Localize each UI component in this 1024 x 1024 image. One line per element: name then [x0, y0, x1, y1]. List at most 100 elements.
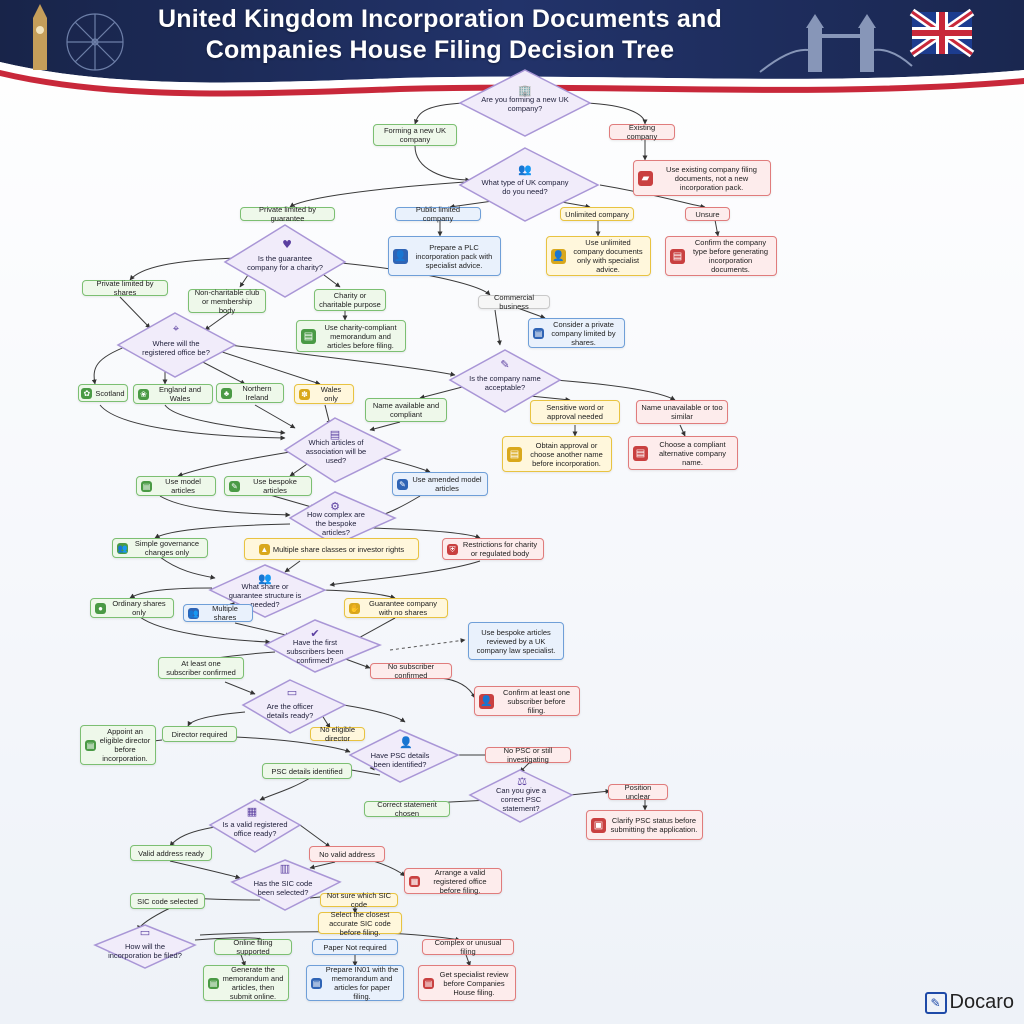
option-no-valid-address: No valid address	[309, 846, 385, 862]
decision-guarantee-charity: Is the guarantee company for a charity?	[247, 254, 323, 272]
daffodil-icon: ✽	[299, 388, 310, 400]
outcome-obtain-approval: ▤Obtain approval or choose another name …	[502, 436, 612, 472]
option-scotland: ✿Scotland	[78, 384, 128, 402]
option-no-subscriber: No subscriber confirmed	[370, 662, 452, 680]
outcome-bespoke-review: Use bespoke articles reviewed by a UK co…	[468, 622, 564, 660]
decision-subscribers-confirmed: Have the first subscribers been confirme…	[286, 637, 344, 665]
shamrock-icon: ♣	[221, 387, 232, 399]
brand-name: Docaro	[949, 991, 1014, 1013]
outcome-select-sic: Select the closest accurate SIC code bef…	[318, 910, 402, 937]
option-no-psc: No PSC or still investigating	[485, 746, 571, 764]
option-unlimited: Unlimited company	[560, 207, 634, 221]
option-plc: Public limited company	[395, 205, 481, 223]
pencil-icon: ✎	[500, 358, 509, 371]
outcome-consider-private: ▤Consider a private company limited by s…	[528, 318, 625, 348]
person-icon: ●	[95, 602, 106, 614]
option-sensitive-word: Sensitive word or approval needed	[530, 400, 620, 424]
option-private-shares: Private limited by shares	[82, 279, 168, 297]
document-icon: ▤	[507, 446, 522, 462]
page-title: United Kingdom Incorporation Documents a…	[0, 4, 880, 66]
edit-icon: ✎	[397, 478, 408, 490]
option-model-articles: ▤Use model articles	[136, 476, 216, 496]
chart-icon: ▲	[258, 543, 270, 555]
document-icon: ▤	[423, 977, 434, 989]
document-icon: ▤	[670, 248, 685, 264]
option-amended-model: ✎Use amended model articles	[392, 472, 488, 496]
decision-which-articles: Which articles of association will be us…	[305, 437, 367, 465]
handshake-icon: ✋	[349, 602, 360, 614]
decision-psc-identified: Have PSC details been identified?	[370, 751, 430, 769]
option-multiple-shares: 👥Multiple shares	[183, 604, 253, 622]
decision-forming-new: Are you forming a new UK company?	[481, 95, 569, 113]
chart-icon: ▥	[280, 862, 290, 875]
option-sic-selected: SIC code selected	[130, 893, 205, 909]
document-icon: ▤	[301, 328, 316, 344]
heart-icon: ♥	[282, 238, 292, 251]
people-icon: 👥	[117, 542, 128, 554]
decision-sic-code: Has the SIC code been selected?	[253, 879, 313, 897]
outcome-generate-online: ▤Generate the memorandum and articles, t…	[203, 965, 289, 1001]
option-multiple-classes: ▲Multiple share classes or investor righ…	[244, 538, 419, 560]
option-guarantee-no-shares: ✋Guarantee company with no shares	[344, 598, 448, 618]
person-icon: 👤	[399, 736, 413, 749]
folder-icon: ▰	[638, 170, 653, 186]
outcome-prepare-in01: ▤Prepare IN01 with the memorandum and ar…	[306, 965, 404, 1001]
decision-share-structure: What share or guarantee structure is nee…	[228, 581, 302, 609]
person-icon: 👤	[393, 248, 408, 264]
decision-filing-method: How will the incorporation be filed?	[108, 942, 182, 960]
option-forming-new-uk: Forming a new UK company	[373, 124, 457, 146]
decision-company-type: What type of UK company do you need?	[481, 178, 569, 196]
option-unsure: Unsure	[685, 207, 730, 221]
union-jack-flag-icon	[909, 8, 975, 58]
option-psc-identified: PSC details identified	[262, 763, 352, 779]
docaro-logo: ✎ Docaro	[924, 991, 1014, 1014]
outcome-prepare-plc: 👤Prepare a PLC incorporation pack with s…	[388, 236, 501, 276]
option-private-guarantee: Private limited by guarantee	[240, 205, 335, 223]
outcome-arrange-office: ▦Arrange a valid registered office befor…	[404, 868, 502, 895]
pen-icon: ✎	[229, 480, 240, 492]
tower-bridge-icon	[759, 14, 913, 73]
outcome-use-existing: ▰Use existing company filing documents, …	[633, 160, 771, 196]
decision-valid-office: Is a valid registered office ready?	[222, 820, 288, 838]
outcome-confirm-subscriber: 👤Confirm at least one subscriber before …	[474, 686, 580, 716]
decision-officer-details: Are the officer details ready?	[266, 702, 314, 720]
person-icon: 👤	[551, 248, 566, 264]
option-ordinary-shares: ●Ordinary shares only	[90, 598, 174, 618]
option-northern-ireland: ♣Northern Ireland	[216, 383, 284, 403]
option-no-eligible-director: No eligible director	[310, 725, 365, 743]
document-icon: ▤	[141, 480, 152, 492]
option-one-subscriber: At least one subscriber confirmed	[158, 657, 244, 679]
option-correct-statement: Correct statement chosen	[364, 800, 450, 818]
option-wales-only: ✽Wales only	[294, 384, 354, 404]
option-paper-required: Paper Not required	[312, 939, 398, 955]
decision-registered-office: Where will the registered office be?	[142, 339, 210, 357]
option-position-unclear: Position unclear	[608, 783, 668, 801]
outcome-choose-compliant: ▤Choose a compliant alternative company …	[628, 436, 738, 470]
monitor-icon: ▭	[140, 926, 150, 939]
option-commercial: Commercial business	[478, 293, 550, 311]
shield-icon: ⛨	[447, 543, 458, 555]
title-line-2: Companies House Filing Decision Tree	[205, 36, 675, 64]
document-icon: ▤	[85, 739, 96, 751]
title-line-1: United Kingdom Incorporation Documents a…	[158, 5, 722, 33]
document-icon: ▤	[208, 977, 219, 989]
decision-name-acceptable: Is the company name acceptable?	[469, 374, 541, 392]
people-icon: 👥	[518, 163, 532, 176]
outcome-charity-memo: ▤Use charity-compliant memorandum and ar…	[296, 320, 406, 352]
option-simple-governance: 👥Simple governance changes only	[112, 538, 208, 558]
document-icon: ▤	[533, 327, 544, 339]
outcome-confirm-type: ▤Confirm the company type before generat…	[665, 236, 777, 276]
building-office-icon: ▦	[247, 805, 257, 818]
outcome-unlimited-docs: 👤Use unlimited company documents only wi…	[546, 236, 651, 276]
option-england-wales: ❀England and Wales	[133, 384, 213, 404]
big-ben-icon	[33, 4, 47, 70]
location-pin-icon: ⌖	[173, 322, 179, 335]
london-eye-icon	[66, 13, 124, 71]
option-existing-company: Existing company	[609, 123, 675, 141]
decision-bespoke-complexity: How complex are the bespoke articles?	[307, 509, 365, 537]
option-valid-address: Valid address ready	[130, 845, 212, 861]
option-not-sure-sic: Not sure which SIC code	[320, 891, 398, 909]
option-restrictions-charity: ⛨Restrictions for charity or regulated b…	[442, 538, 544, 560]
outcome-specialist-review: ▤Get specialist review before Companies …	[418, 965, 516, 1001]
